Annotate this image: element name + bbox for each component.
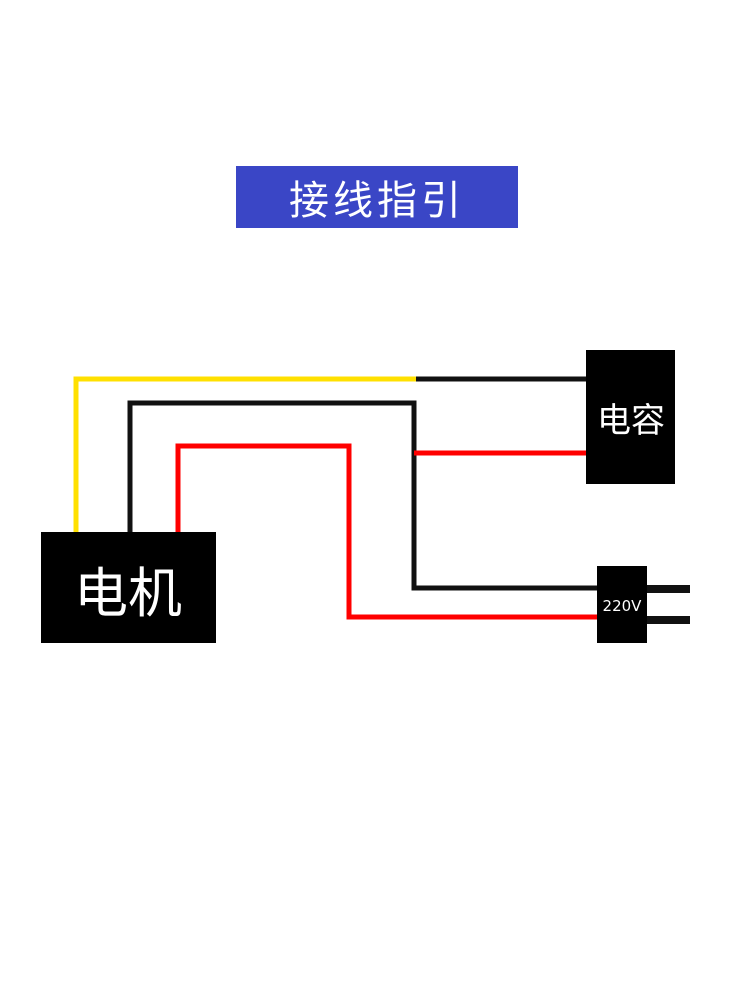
capacitor-box: 电容 [586,350,675,484]
wire-red-plug [175,443,598,620]
plug-label: 220V [603,597,643,615]
motor-box: 电机 [41,532,216,643]
diagram-title: 接线指引 [289,178,465,224]
capacitor-label: 电容 [597,401,665,441]
motor-label: 电机 [74,562,182,625]
wire-black-plug [127,400,598,591]
title-banner: 接线指引 [236,166,518,228]
power-plug: 220V [597,566,647,643]
wire-yellow [73,376,418,532]
